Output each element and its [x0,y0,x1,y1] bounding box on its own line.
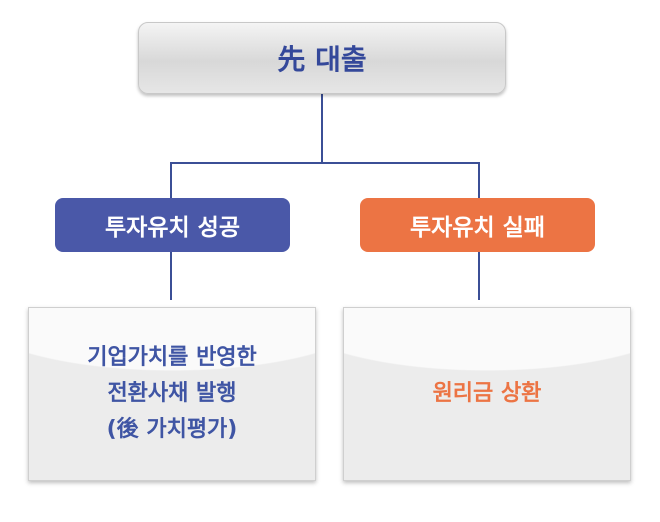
connector-root [321,92,323,164]
result-line: (後 가치평가) [106,417,238,442]
result-line: 전환사채 발행 [107,381,237,406]
branch-failure-label: 투자유치 실패 [410,215,545,241]
connector-left-bottom [170,252,172,300]
result-success: 기업가치를 반영한 전환사채 발행 (後 가치평가) [28,307,316,481]
root-node: 先 대출 [138,22,506,94]
connector-horizontal [170,162,480,164]
branch-failure: 투자유치 실패 [360,198,595,252]
result-failure: 원리금 상환 [343,307,631,481]
connector-right-bottom [478,252,480,300]
branch-success: 투자유치 성공 [55,198,290,252]
result-line: 원리금 상환 [432,381,542,406]
result-line: 기업가치를 반영한 [87,345,257,370]
connector-left-top [170,162,172,198]
branch-success-label: 투자유치 성공 [105,215,240,241]
root-label: 先 대출 [277,43,367,76]
connector-right-top [478,162,480,198]
